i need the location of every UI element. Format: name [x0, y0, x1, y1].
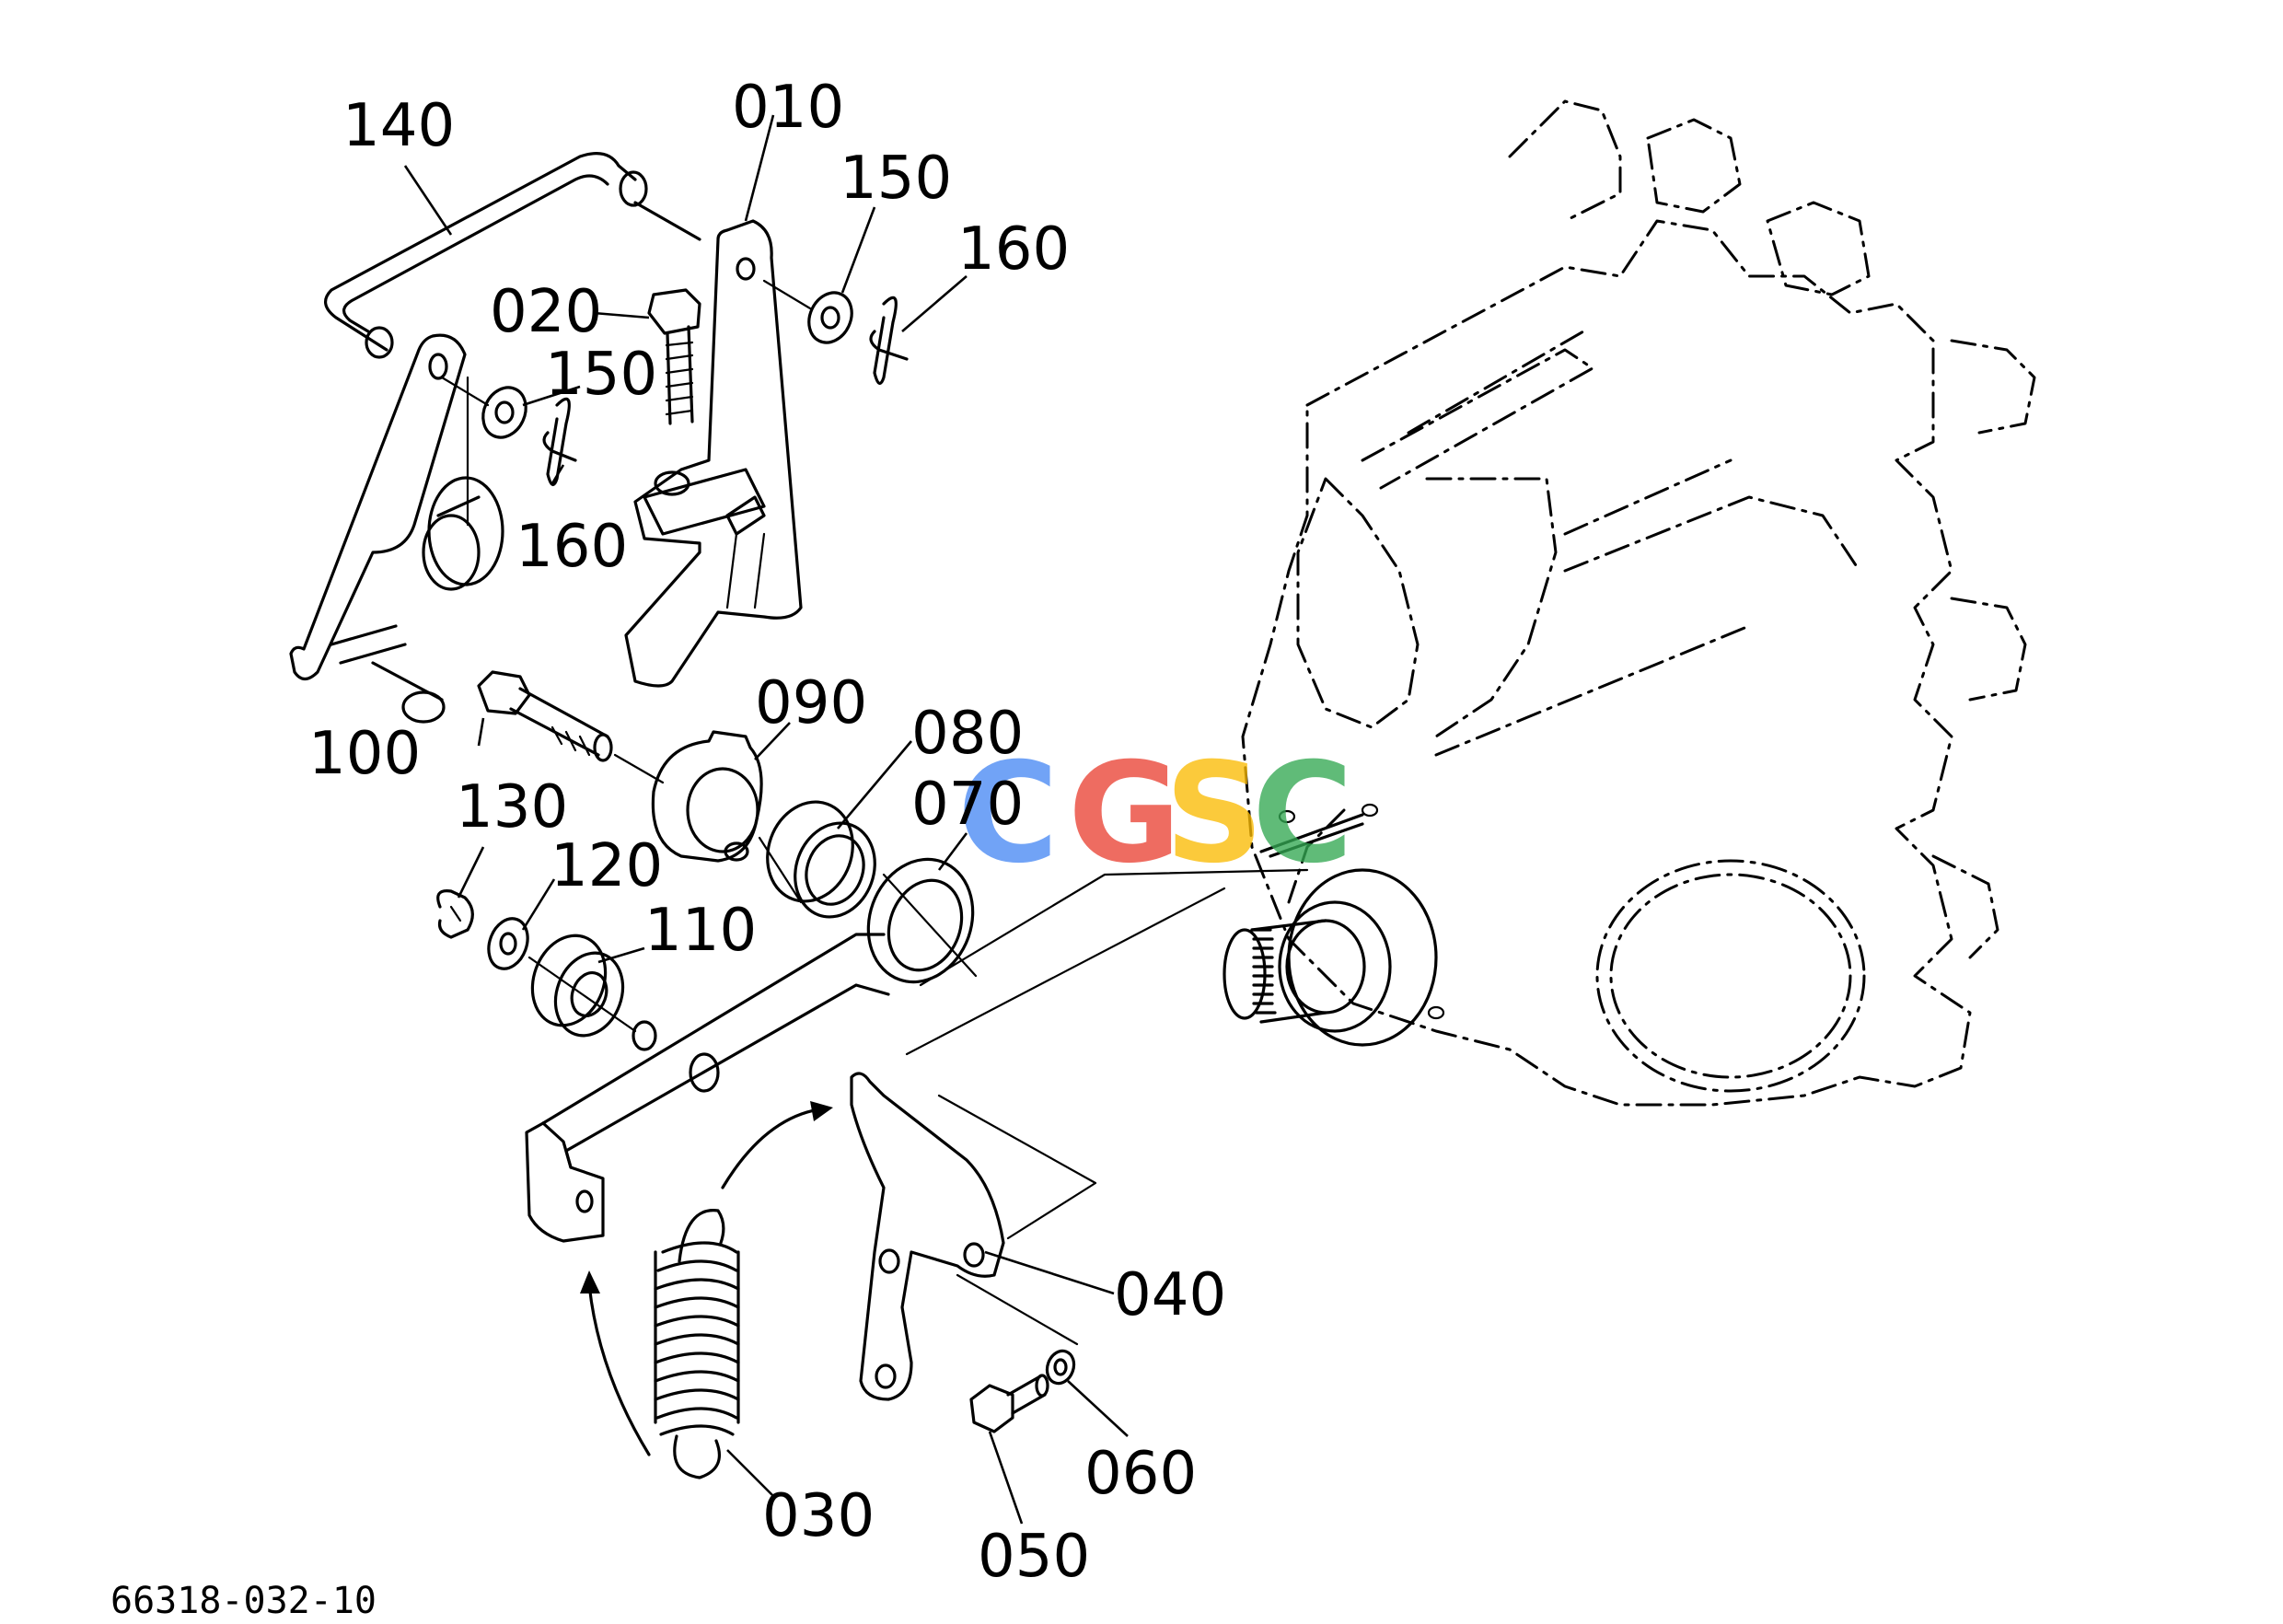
callout-090: 090	[755, 669, 867, 737]
watermark-letter: G	[1068, 734, 1181, 894]
bolt-050	[969, 1374, 1049, 1433]
callout-160-lower: 160	[516, 513, 628, 581]
callout-110: 110	[644, 897, 757, 965]
washer-060	[1045, 1349, 1076, 1386]
rotation-arrow-lower	[580, 1270, 651, 1456]
washer-150-lower	[440, 376, 527, 439]
washer-150-upper	[762, 279, 853, 344]
rotation-arrow-upper	[721, 1101, 833, 1189]
callout-150-lower: 150	[545, 341, 657, 409]
main-arm	[525, 868, 1309, 1243]
washer-120	[487, 917, 529, 970]
drawing-code: 66318-032-10	[110, 1580, 377, 1622]
watermark-letter: C	[1252, 734, 1353, 894]
watermark-letter: S	[1165, 734, 1264, 894]
leader-lines	[403, 114, 1129, 1525]
watermark-cgsc: C G S C	[957, 734, 1353, 894]
callout-070: 070	[911, 771, 1024, 839]
bushing-070	[866, 857, 978, 984]
gearbox-housing	[1223, 99, 2036, 1107]
callout-120: 120	[550, 832, 663, 900]
lever-010	[624, 219, 803, 688]
callout-010: 010	[732, 74, 844, 142]
bolt-100	[477, 670, 665, 784]
link-plate	[289, 333, 504, 724]
watermark-letter: C	[957, 734, 1059, 894]
callout-150-upper: 150	[840, 145, 952, 213]
callout-160-upper: 160	[957, 215, 1070, 284]
cam-090	[651, 730, 763, 863]
callout-labels: 140 010 150 160 020 150 160 090 080 100 …	[308, 74, 1226, 1591]
bearing-110	[527, 934, 657, 1051]
callout-050: 050	[978, 1523, 1090, 1591]
rod-140	[324, 152, 701, 359]
callout-040: 040	[1114, 1261, 1226, 1329]
callout-130: 130	[456, 773, 568, 841]
collar-080	[758, 800, 876, 919]
callout-100: 100	[308, 720, 421, 788]
bolt-020	[647, 288, 701, 425]
plate-040	[850, 1072, 1097, 1401]
callout-030: 030	[762, 1482, 875, 1550]
callout-140: 140	[342, 92, 455, 160]
callout-020: 020	[490, 278, 602, 346]
callout-060: 060	[1084, 1440, 1197, 1508]
circlip-130	[436, 889, 474, 939]
clip-160-lower	[542, 397, 577, 486]
spring-030	[654, 1209, 740, 1479]
clip-160-upper	[869, 296, 909, 385]
callout-080: 080	[911, 700, 1024, 768]
